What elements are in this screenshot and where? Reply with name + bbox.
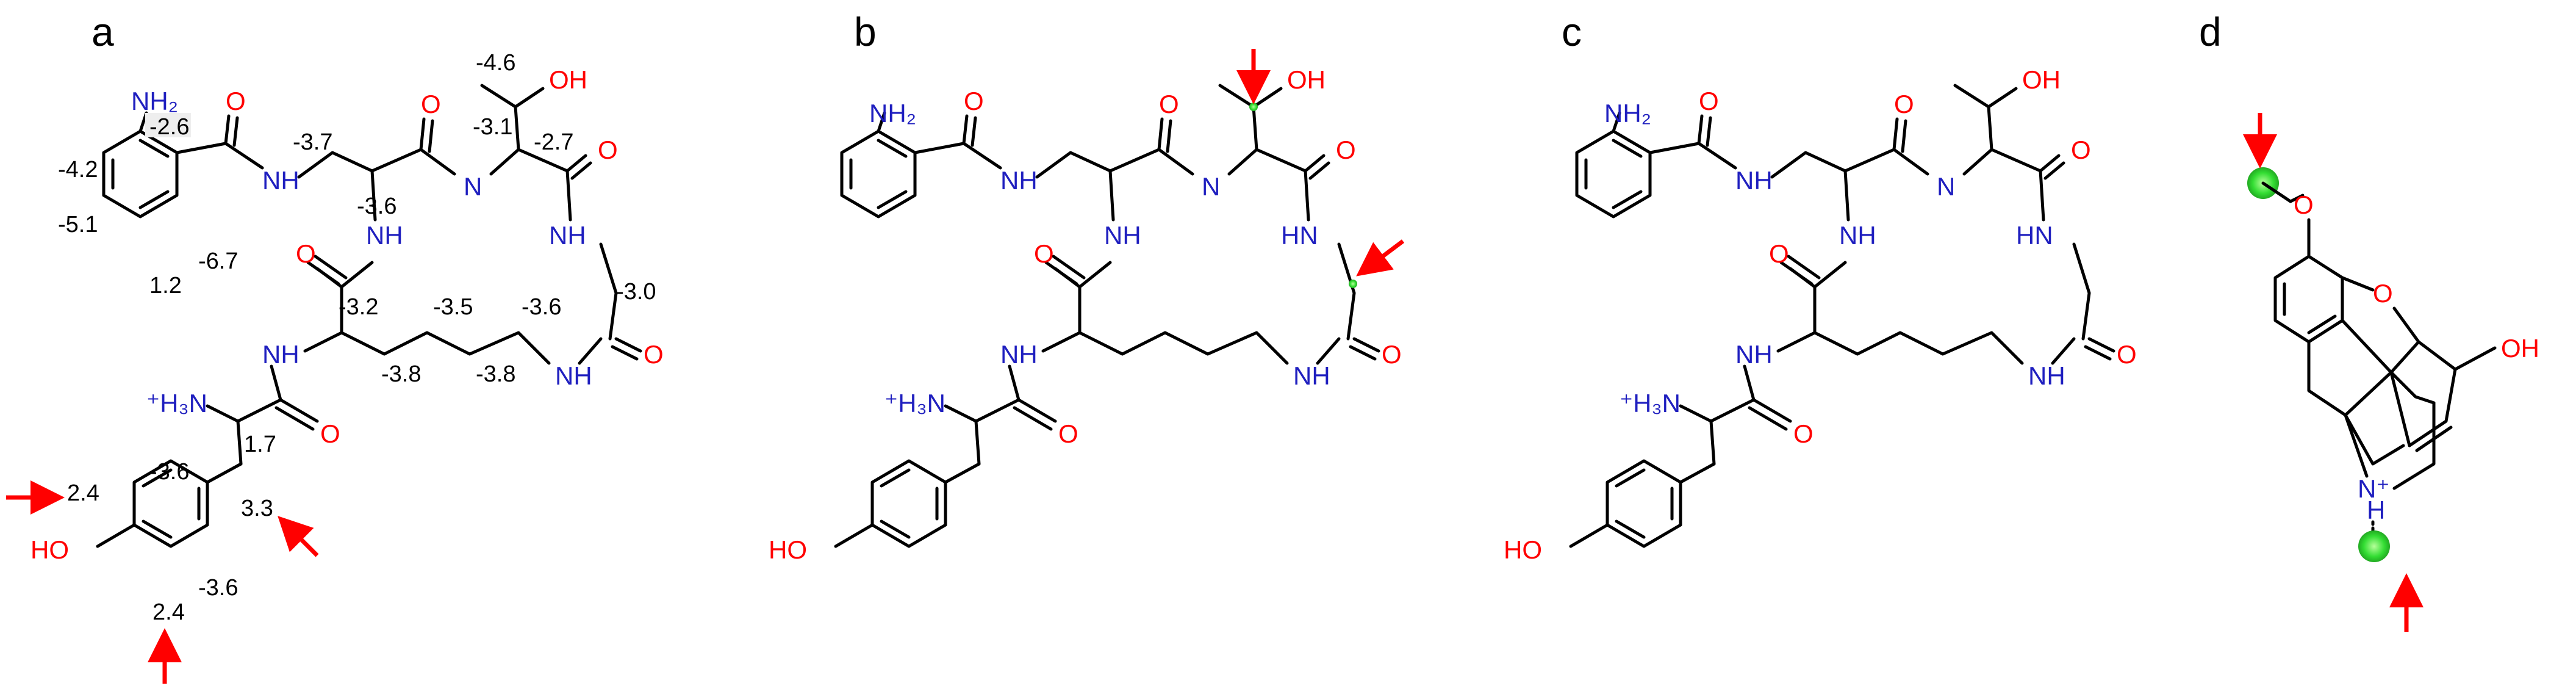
panel-d: O O OH N⁺ H xyxy=(2243,113,2539,632)
amide-nh-label: NH xyxy=(1000,166,1038,195)
amide-nh-label: NH xyxy=(549,221,586,250)
highlight-atom xyxy=(1249,103,1258,111)
value-label: -6.7 xyxy=(198,248,238,274)
carbonyl-o-label: O xyxy=(1034,239,1054,268)
carbonyl-o-label: O xyxy=(2117,340,2137,369)
amide-nh-label: NH xyxy=(1839,221,1876,250)
value-label: -3.5 xyxy=(433,294,473,320)
hydroxyl-label: OH xyxy=(2022,65,2061,94)
amide-nh-label: NH xyxy=(1735,166,1773,195)
value-label: -3.6 xyxy=(522,294,561,320)
ether-o-label: O xyxy=(2373,279,2393,308)
value-label: 2.4 xyxy=(152,599,185,625)
phenol-oh-label: HO xyxy=(1504,535,1542,564)
methoxy-o-label: O xyxy=(2294,190,2314,219)
amide-nh-label: HN xyxy=(1281,221,1318,250)
panel-a-atoms: NH₂ O NH O NH N OH O NH O O NH NH O ⁺H₃N… xyxy=(30,65,664,564)
carbonyl-o-label: O xyxy=(1699,87,1719,115)
value-label: -3.1 xyxy=(473,114,512,140)
nh2-label: NH₂ xyxy=(869,99,916,128)
value-label: -3.6 xyxy=(357,194,396,219)
value-label: -3.7 xyxy=(293,129,332,155)
value-label: -2.7 xyxy=(534,129,573,155)
panel-label-d: d xyxy=(2199,9,2222,54)
ammonium-label: ⁺H₃N xyxy=(884,389,945,418)
arrow xyxy=(278,516,319,557)
arrow xyxy=(1356,239,1405,277)
carbonyl-o-label: O xyxy=(1894,90,1914,118)
value-label: -3.8 xyxy=(476,361,515,387)
panel-label-c: c xyxy=(1562,9,1582,54)
phenol-oh-label: HO xyxy=(769,535,807,564)
value-label: -3.6 xyxy=(149,459,189,485)
nh2-label: NH₂ xyxy=(1604,99,1651,128)
hydroxyl-label: OH xyxy=(1287,65,1326,94)
value-label: -4.6 xyxy=(476,50,515,76)
carbonyl-o-label: O xyxy=(296,239,316,268)
carbonyl-o-label: O xyxy=(964,87,984,115)
amide-n-label: N xyxy=(1202,172,1220,201)
carbonyl-o-label: O xyxy=(1058,419,1078,448)
carbonyl-o-label: O xyxy=(320,419,340,448)
panel-b: NH₂ O NH O NH N OH O HN O O NH NH O ⁺H₃N… xyxy=(769,49,1405,564)
value-label: 1.7 xyxy=(244,432,276,457)
value-label: -3.2 xyxy=(339,294,378,320)
phenol-oh-label: HO xyxy=(30,535,69,564)
panel-a-values: -4.6 -2.6 -3.7 -3.1 -2.7 -4.2 -3.6 -5.1 … xyxy=(58,50,656,625)
value-label: -3.8 xyxy=(381,361,421,387)
panel-label-b: b xyxy=(854,9,877,54)
ammonium-label: ⁺H₃N xyxy=(146,389,207,418)
amide-nh-label: NH xyxy=(262,340,300,369)
carbonyl-o-label: O xyxy=(644,340,664,369)
ammonium-label: ⁺H₃N xyxy=(1620,389,1681,418)
amide-n-label: N xyxy=(1937,172,1955,201)
highlight-atom xyxy=(2358,530,2390,562)
value-label: 2.4 xyxy=(67,480,99,506)
carbonyl-o-label: O xyxy=(1793,419,1814,448)
value-label: 1.2 xyxy=(149,273,182,298)
amide-nh-label: NH xyxy=(1735,340,1773,369)
value-label: -3.6 xyxy=(198,575,238,601)
highlight-atom xyxy=(1349,280,1357,288)
hydroxyl-label: OH xyxy=(549,65,587,94)
amide-nh-label: HN xyxy=(2016,221,2053,250)
value-label: -4.2 xyxy=(58,157,98,183)
amide-n-label: N xyxy=(464,172,482,201)
panel-label-a: a xyxy=(91,9,114,54)
amide-nh-label: NH xyxy=(1293,361,1330,390)
benzene-ring xyxy=(102,129,179,219)
nh2-label: NH₂ xyxy=(131,87,178,115)
value-label: 3.3 xyxy=(241,496,273,521)
value-label: -5.1 xyxy=(58,212,98,237)
carbonyl-o-label: O xyxy=(598,136,618,164)
carbonyl-o-label: O xyxy=(1336,136,1356,164)
value-label: -2.6 xyxy=(149,114,189,140)
value-label: -3.0 xyxy=(616,279,656,305)
hydroxyl-label: OH xyxy=(2501,334,2539,363)
carbonyl-o-label: O xyxy=(226,87,246,115)
panel-c: NH₂ O NH O NH N OH O HN O O NH NH O ⁺H₃N… xyxy=(1504,65,2137,564)
amide-nh-label: NH xyxy=(366,221,403,250)
amide-nh-label: NH xyxy=(262,166,300,195)
carbonyl-o-label: O xyxy=(1769,239,1789,268)
carbonyl-o-label: O xyxy=(2071,136,2091,164)
carbonyl-o-label: O xyxy=(1159,90,1179,118)
amide-nh-label: NH xyxy=(1104,221,1141,250)
carbonyl-o-label: O xyxy=(1382,340,1402,369)
amide-nh-label: NH xyxy=(2028,361,2065,390)
nh-h-label: H xyxy=(2367,496,2385,524)
peptide-skeleton xyxy=(96,84,642,548)
amide-nh-label: NH xyxy=(1000,340,1038,369)
amide-nh-label: NH xyxy=(555,361,592,390)
ammonium-n-label: N⁺ xyxy=(2358,474,2390,503)
carbonyl-o-label: O xyxy=(421,90,441,118)
